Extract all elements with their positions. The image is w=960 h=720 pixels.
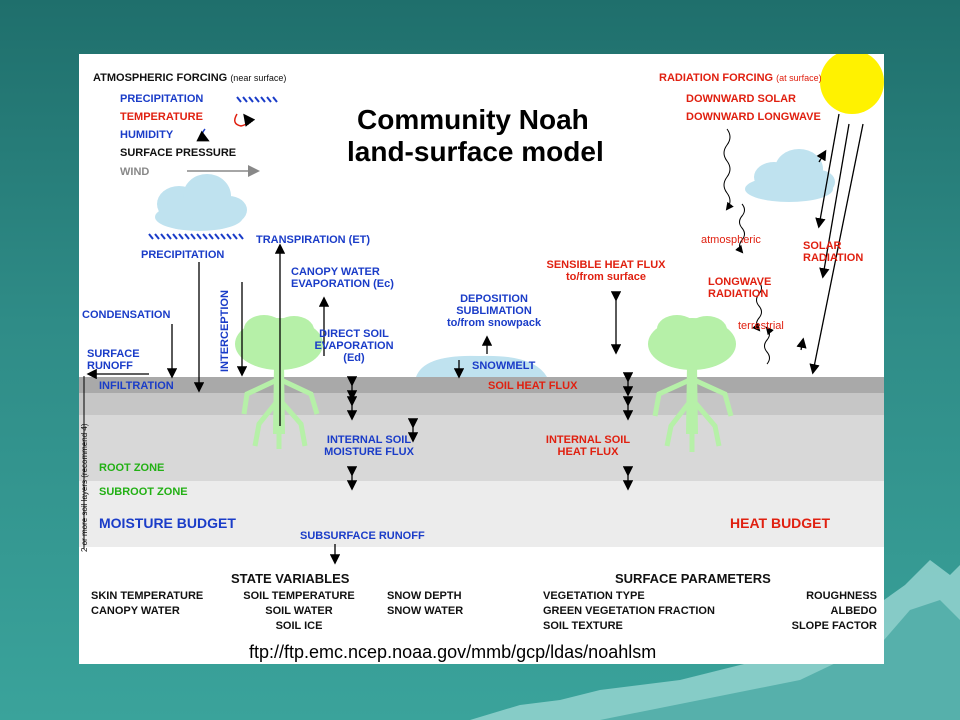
surface-param-albedo: ALBEDO bbox=[830, 605, 877, 617]
root-zone-label: ROOT ZONE bbox=[99, 462, 165, 474]
atmospheric-label: atmospheric bbox=[701, 234, 761, 246]
longwave-label-1: LONGWAVE bbox=[708, 276, 772, 288]
condensation-label: CONDENSATION bbox=[82, 309, 171, 321]
snowpack-icon bbox=[416, 355, 547, 377]
direct-soil-evap-label-1: DIRECT SOIL bbox=[319, 328, 389, 340]
cloud-icon bbox=[155, 174, 247, 231]
internal-moisture-label-2: MOISTURE FLUX bbox=[324, 446, 414, 458]
surface-runoff-label-1: SURFACE bbox=[87, 348, 140, 360]
terrestrial-label: terrestrial bbox=[738, 320, 784, 332]
legend-precipitation: PRECIPITATION bbox=[120, 93, 204, 105]
deposition-label-1: DEPOSITION bbox=[460, 293, 528, 305]
internal-heat-label-2: HEAT FLUX bbox=[557, 446, 619, 458]
state-var-soil-ice: SOIL ICE bbox=[275, 620, 323, 632]
heat-budget-label: HEAT BUDGET bbox=[730, 515, 831, 531]
soil-layer-4 bbox=[79, 481, 884, 547]
footer-url: ftp://ftp.emc.ncep.noaa.gov/mmb/gcp/ldas… bbox=[249, 642, 657, 662]
atmospheric-forcing-header: ATMOSPHERIC FORCING (near surface) bbox=[93, 72, 287, 84]
state-var-snow-water: SNOW WATER bbox=[387, 605, 464, 617]
soil-layers-note: 2 or more soil layers (recommend 4) bbox=[80, 423, 89, 552]
legend-surface-pressure: SURFACE PRESSURE bbox=[120, 147, 237, 159]
canopy-evap-label-2: EVAPORATION (Ec) bbox=[291, 278, 394, 290]
diagram-graphics bbox=[79, 54, 884, 565]
soil-layer-2 bbox=[79, 393, 884, 415]
surface-param-roughness: ROUGHNESS bbox=[806, 590, 877, 602]
cloud-icon bbox=[745, 149, 835, 202]
surface-param-veg-type: VEGETATION TYPE bbox=[543, 590, 645, 602]
subsurface-runoff-label: SUBSURFACE RUNOFF bbox=[300, 530, 425, 542]
rain-icon bbox=[148, 233, 244, 240]
surface-param-slope: SLOPE FACTOR bbox=[791, 620, 877, 632]
sensible-heat-label-2: to/from surface bbox=[565, 271, 647, 283]
rain-icon bbox=[236, 96, 278, 103]
subroot-zone-label: SUBROOT ZONE bbox=[99, 486, 188, 498]
longwave-label-2: RADIATION bbox=[708, 288, 769, 300]
thermometer-icon bbox=[234, 113, 256, 127]
radiation-forcing-header: RADIATION FORCING (at surface) bbox=[659, 72, 822, 84]
precipitation-label: PRECIPITATION bbox=[141, 249, 225, 261]
solar-radiation-label-2: RADIATION bbox=[803, 252, 864, 264]
snowmelt-label: SNOWMELT bbox=[472, 360, 536, 372]
title-line-2: land-surface model bbox=[347, 136, 604, 167]
internal-moisture-label-1: INTERNAL SOIL bbox=[326, 434, 412, 446]
state-var-canopy-water: CANOPY WATER bbox=[91, 605, 180, 617]
sensible-heat-label-1: SENSIBLE HEAT FLUX bbox=[546, 259, 666, 271]
legend-wind: WIND bbox=[120, 166, 150, 178]
solar-radiation-arrows bbox=[796, 113, 864, 375]
deposition-label-3: to/from snowpack bbox=[446, 317, 542, 329]
downward-longwave-label: DOWNWARD LONGWAVE bbox=[686, 111, 821, 123]
surface-runoff-label-2: RUNOFF bbox=[87, 360, 133, 372]
soil-flux-arrows bbox=[346, 372, 634, 491]
state-var-soil-temp: SOIL TEMPERATURE bbox=[243, 590, 355, 602]
sun-icon bbox=[820, 54, 884, 114]
canopy-evap-label-1: CANOPY WATER bbox=[291, 266, 380, 278]
transpiration-label: TRANSPIRATION (ET) bbox=[256, 234, 371, 246]
state-variables-header: STATE VARIABLES bbox=[231, 571, 350, 586]
humidity-icon bbox=[196, 128, 210, 142]
diagram-slide: Community Noah land-surface model ATMOSP… bbox=[79, 54, 884, 664]
state-var-skin-temp: SKIN TEMPERATURE bbox=[91, 590, 204, 602]
tree-icon bbox=[235, 315, 323, 449]
tree-icon bbox=[648, 315, 736, 452]
title-line-1: Community Noah bbox=[357, 104, 589, 135]
internal-heat-label-1: INTERNAL SOIL bbox=[545, 434, 631, 446]
downward-solar-label: DOWNWARD SOLAR bbox=[686, 93, 796, 105]
soil-layer-1 bbox=[79, 377, 884, 393]
solar-radiation-label-1: SOLAR bbox=[803, 240, 842, 252]
state-var-soil-water: SOIL WATER bbox=[265, 605, 333, 617]
state-var-snow-depth: SNOW DEPTH bbox=[387, 590, 462, 602]
soil-heat-flux-label: SOIL HEAT FLUX bbox=[488, 380, 578, 392]
surface-param-green-veg: GREEN VEGETATION FRACTION bbox=[543, 605, 715, 617]
soil-layer-3 bbox=[79, 415, 884, 481]
surface-param-soil-texture: SOIL TEXTURE bbox=[543, 620, 623, 632]
interception-label: INTERCEPTION bbox=[219, 290, 231, 372]
moisture-budget-label: MOISTURE BUDGET bbox=[99, 515, 236, 531]
direct-soil-evap-label-3: (Ed) bbox=[343, 352, 365, 364]
infiltration-label: INFILTRATION bbox=[99, 380, 174, 392]
direct-soil-evap-label-2: EVAPORATION bbox=[314, 340, 394, 352]
legend-humidity: HUMIDITY bbox=[120, 129, 174, 141]
longwave-wavy-arrows bbox=[723, 128, 774, 365]
deposition-label-2: SUBLIMATION bbox=[456, 305, 532, 317]
legend-temperature: TEMPERATURE bbox=[120, 111, 203, 123]
surface-parameters-header: SURFACE PARAMETERS bbox=[615, 571, 771, 586]
